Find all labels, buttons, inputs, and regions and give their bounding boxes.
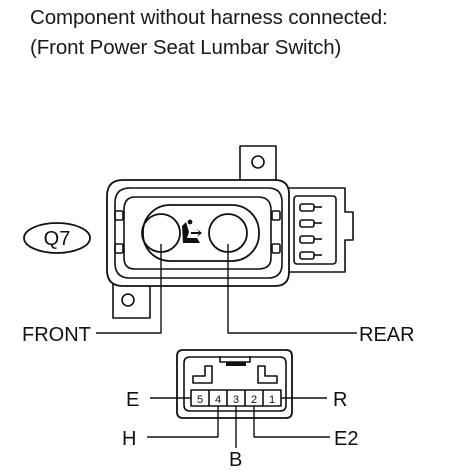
pin-label-b: B: [229, 449, 242, 471]
rear-leader-line: [227, 244, 357, 334]
lumbar-seat-icon: [182, 219, 202, 243]
component-code: Q7: [44, 228, 71, 250]
pin-3: 3: [233, 394, 239, 406]
pin-1: 1: [269, 394, 275, 406]
switch-body: [106, 145, 354, 319]
pin-h-leader: [147, 406, 219, 438]
pin-label-e: E: [126, 389, 139, 411]
code-ellipse: [23, 222, 91, 254]
connector-face: 5 4 3 2 1: [176, 349, 293, 419]
pin-e2-leader: [253, 406, 330, 438]
front-leader-line: [96, 244, 162, 334]
caption-line-1: Component without harness connected:: [30, 6, 388, 29]
pin-label-h: H: [122, 428, 136, 450]
pin-label-e2: E2: [334, 428, 358, 450]
side-connector: [285, 187, 354, 273]
pin-label-r: R: [333, 389, 347, 411]
pin-2: 2: [251, 394, 257, 406]
pin-5: 5: [197, 394, 203, 406]
front-label: FRONT: [22, 324, 91, 346]
rear-label: REAR: [359, 324, 415, 346]
pin-4: 4: [215, 394, 221, 406]
caption-line-2: (Front Power Seat Lumbar Switch): [30, 36, 342, 59]
